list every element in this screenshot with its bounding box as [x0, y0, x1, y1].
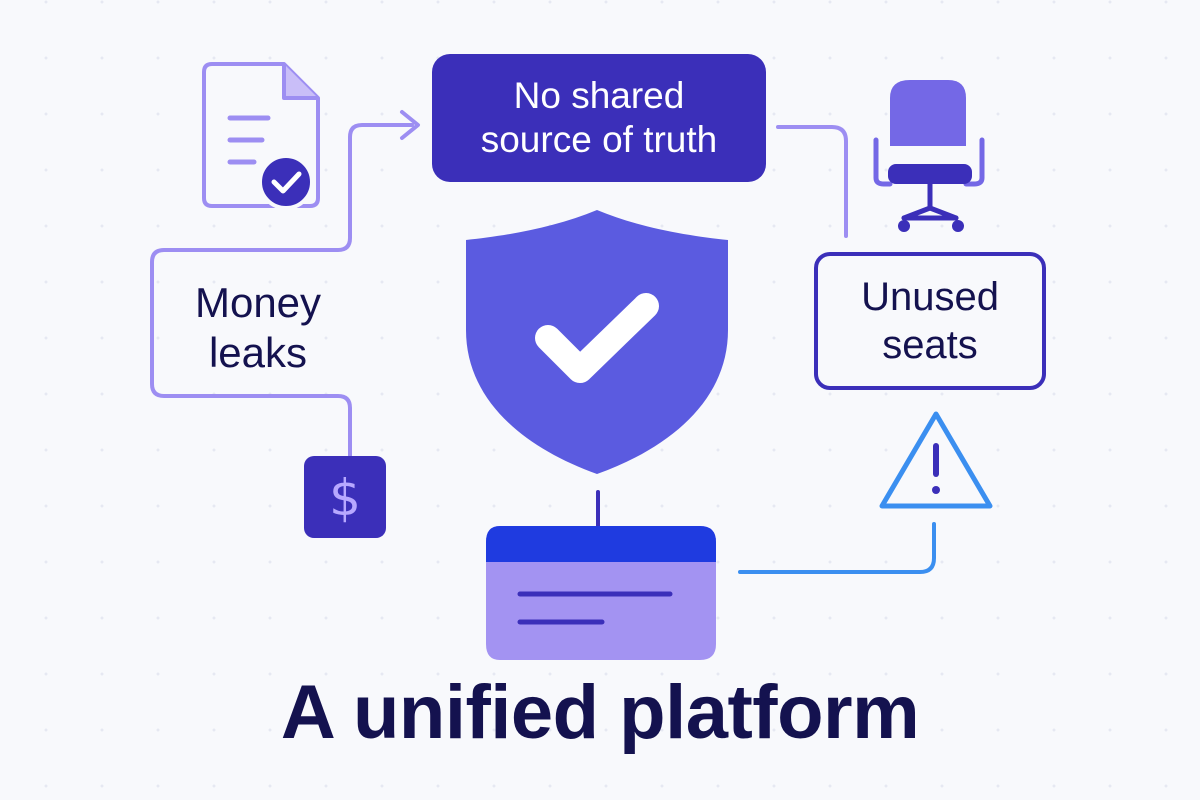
connector-platform-to-warning	[738, 522, 936, 574]
connector-money-to-source	[150, 123, 414, 464]
arrow-head	[400, 110, 420, 140]
node-money-leaks: Money leaks	[194, 278, 322, 376]
node-unused-seats: Unused seats	[814, 252, 1046, 390]
svg-text:$: $	[329, 469, 361, 527]
connector-source-to-unused	[776, 125, 848, 238]
node-no-shared-source: No shared source of truth	[432, 54, 766, 182]
diagram-title: A unified platform	[280, 670, 920, 756]
